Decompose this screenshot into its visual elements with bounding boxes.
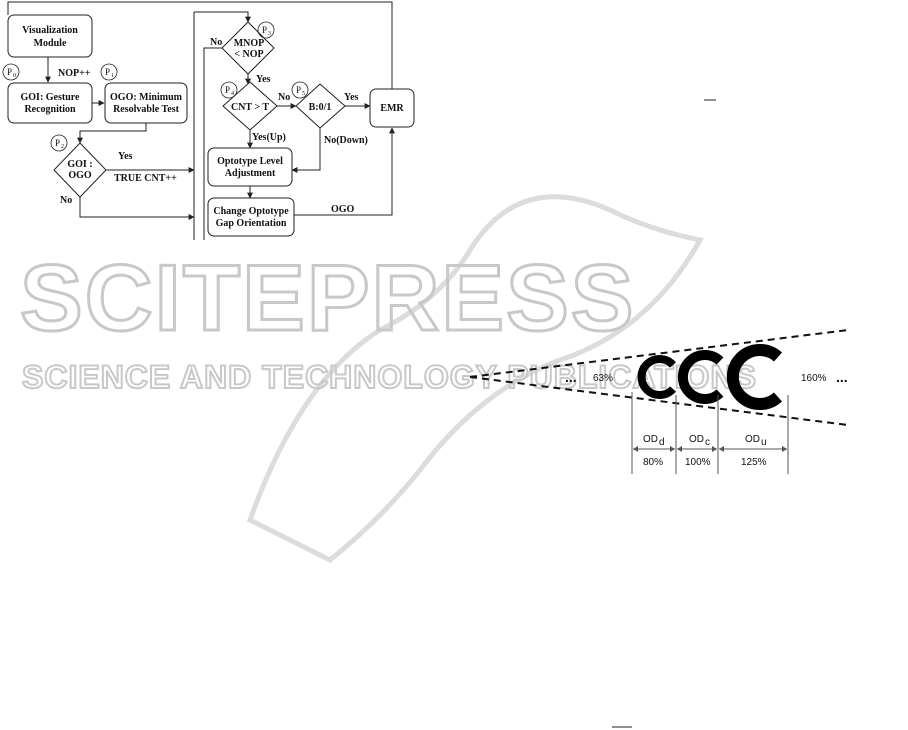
opt-adj-label-1: Optotype Level — [217, 156, 283, 167]
pct-u-label: 125% — [741, 457, 767, 468]
goi-ogo-label-1: GOI : — [67, 159, 92, 170]
yes-up-label: Yes(Up) — [252, 132, 286, 143]
p1-marker — [100, 63, 118, 81]
watermark-book-icon — [246, 194, 704, 563]
arrowhead — [712, 446, 717, 452]
arrowhead — [782, 446, 787, 452]
optotype-c-medium — [677, 350, 724, 404]
arrow-to-mnop — [194, 11, 251, 23]
mnop-label-1: MNOP — [234, 38, 265, 49]
watermark: SCITEPRESS SCIENCE AND TECHNOLOGY PUBLIC… — [19, 194, 757, 563]
ogo-test-box — [104, 82, 188, 124]
ogo-label-2: Resolvable Test — [113, 104, 180, 115]
optotype-scale-figure: ... 63% 160% ... OD d OD c OD u 80% 100%… — [469, 329, 849, 474]
od-u-label: OD — [745, 434, 760, 445]
emr-label: EMR — [380, 103, 404, 114]
pct-c-label: 100% — [685, 457, 711, 468]
p0-letter: P — [7, 67, 12, 77]
flowchart-labels: Visualization Module NOP++ GOI: Gesture … — [2, 21, 404, 229]
ogo-label-1: OGO: Minimum — [110, 92, 183, 103]
change-opt-label-1: Change Optotype — [213, 206, 289, 217]
optotype-c-small — [637, 355, 676, 399]
p2-sub: 2 — [61, 144, 64, 150]
arrow-ogo-decision — [77, 123, 147, 144]
left-ellipsis: ... — [565, 369, 577, 385]
watermark-main: SCITEPRESS — [20, 245, 636, 350]
goi-label-1: GOI: Gesture — [21, 92, 81, 103]
no1-label: No — [60, 195, 72, 206]
visualization-module-box — [7, 14, 93, 58]
p3-letter: P — [262, 25, 267, 35]
p3-marker — [257, 21, 275, 39]
pct-d-label: 80% — [643, 457, 663, 468]
nop-inc-label: NOP++ — [58, 68, 91, 79]
watermark-sub: SCIENCE AND TECHNOLOGY PUBLICATIONS — [22, 359, 757, 395]
flowchart — [7, 1, 415, 240]
arrowhead — [677, 446, 682, 452]
p0-sub: 0 — [13, 73, 16, 79]
opt-adj-label-2: Adjustment — [225, 168, 276, 179]
no-top-line — [203, 47, 222, 240]
no-down-label: No(Down) — [324, 135, 368, 146]
p4-letter: P — [225, 85, 230, 95]
upper-dashed-line — [469, 329, 849, 378]
arrowhead — [633, 446, 638, 452]
arrow-ogo-emr — [294, 127, 395, 216]
goi-ogo-label-2: OGO — [68, 170, 92, 181]
p5-letter: P — [296, 85, 301, 95]
goi-gesture-box — [7, 82, 93, 124]
p5-sub: 5 — [302, 91, 305, 97]
arrowhead — [719, 446, 724, 452]
p2-marker — [50, 134, 68, 152]
b01-label: B:0/1 — [309, 102, 332, 113]
arrow-no1 — [79, 197, 195, 220]
left-percent: 63% — [593, 373, 613, 384]
right-ellipsis: ... — [836, 369, 848, 385]
od-d-label: OD — [643, 434, 658, 445]
yes2-label: Yes — [256, 74, 271, 85]
emr-box — [369, 88, 415, 128]
arrow-no-down — [291, 128, 321, 173]
vis-label-1: Visualization — [22, 25, 78, 36]
p4-sub: 4 — [231, 91, 234, 97]
p2-letter: P — [55, 138, 60, 148]
od-c-label: OD — [689, 434, 704, 445]
mnop-label-2: < NOP — [234, 49, 263, 60]
return-line — [7, 1, 393, 89]
cnt-t-label: CNT > T — [231, 102, 269, 113]
p0-marker — [2, 63, 20, 81]
od-u-sub: u — [761, 437, 767, 448]
yes1-label: Yes — [118, 151, 133, 162]
lower-dashed-line — [469, 376, 849, 426]
optotype-level-box — [207, 147, 293, 187]
p1-sub: 1 — [111, 73, 114, 79]
optotype-c-large — [726, 344, 783, 410]
arrowhead — [670, 446, 675, 452]
p3-sub: 3 — [268, 31, 271, 37]
p5-marker — [291, 81, 309, 99]
true-cnt-label: TRUE CNT++ — [114, 173, 177, 184]
yes3-label: Yes — [344, 92, 359, 103]
od-c-sub: c — [705, 437, 710, 448]
no2-label: No — [278, 92, 290, 103]
p1-letter: P — [105, 67, 110, 77]
od-d-sub: d — [659, 437, 665, 448]
vis-label-2: Module — [34, 38, 67, 49]
no-top-label: No — [210, 37, 222, 48]
ogo-flow-label: OGO — [331, 204, 355, 215]
goi-label-2: Recognition — [24, 104, 76, 115]
right-percent: 160% — [801, 373, 827, 384]
change-opt-label-2: Gap Orientation — [216, 218, 287, 229]
p4-marker — [220, 81, 238, 99]
change-optotype-box — [207, 197, 295, 237]
